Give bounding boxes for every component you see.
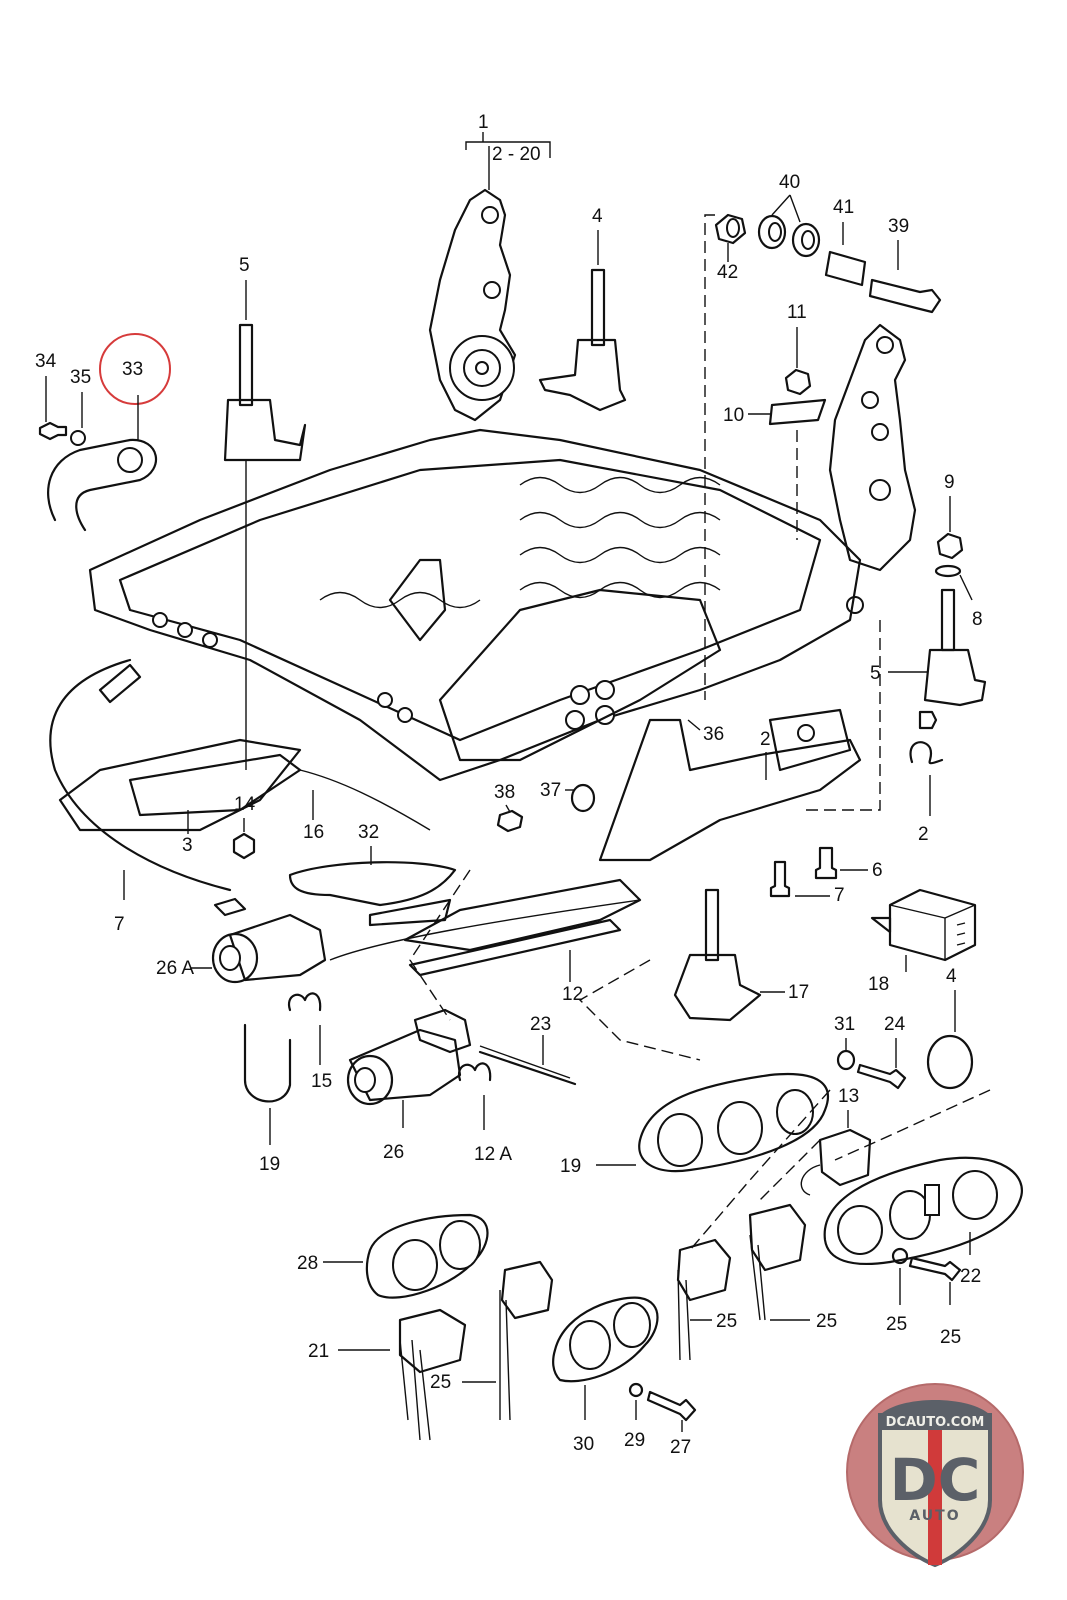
callout-28: 22 xyxy=(960,1266,981,1287)
callout-3: 3 xyxy=(182,835,193,856)
clip-10-11: 11 10 xyxy=(723,302,827,540)
adjuster-4-lower: 17 xyxy=(578,888,809,1061)
callout-15: 23 xyxy=(530,1014,551,1035)
callout-12: 26 A xyxy=(156,958,194,979)
part-33-group: 34 35 33 xyxy=(35,333,171,532)
right-rail-group: 36 2 38 37 xyxy=(494,708,862,862)
cover-32: 32 xyxy=(288,822,457,927)
callout-17: 12 xyxy=(562,984,583,1005)
switch-25-left: 21 xyxy=(308,1308,467,1441)
left-rail-group: 14 3 16 xyxy=(58,738,431,860)
pivot-bolt-set: 40 41 39 42 xyxy=(704,172,942,700)
screws-29-30-left: 29 27 xyxy=(624,1382,697,1458)
motor-12: 26 A xyxy=(156,897,327,984)
callout-1: 1 xyxy=(478,112,489,133)
switch-25-right: 25 xyxy=(748,1203,837,1332)
callout-5-right: 5 xyxy=(870,663,881,684)
logo-bottom-text: AUTO xyxy=(909,1508,960,1524)
callout-5-left: 5 xyxy=(239,255,250,276)
switch-26: 13 xyxy=(800,1086,872,1196)
callout-19-upper: 15 xyxy=(311,1071,332,1092)
screws-29-30-right: 25 25 xyxy=(886,1247,961,1348)
callout-39: 39 xyxy=(888,216,909,237)
height-adjuster-4-upper: 4 xyxy=(538,206,627,412)
callout-16: 16 xyxy=(303,822,324,843)
callout-18: 7 xyxy=(114,914,125,935)
callout-21: 28 xyxy=(297,1253,318,1274)
callout-38: 38 xyxy=(494,782,515,803)
callout-34: 34 xyxy=(35,351,57,372)
callout-25-d: 25 xyxy=(816,1311,837,1332)
callout-32: 32 xyxy=(358,822,379,843)
callout-25-b: 25 xyxy=(430,1372,451,1393)
callout-11: 11 xyxy=(787,302,807,323)
callout-40: 40 xyxy=(779,172,800,193)
callout-10: 10 xyxy=(723,405,744,426)
callout-41: 41 xyxy=(833,197,854,218)
callout-4-lower: 17 xyxy=(788,982,809,1003)
cap-31: 4 xyxy=(926,966,974,1090)
callout-30-right: 25 xyxy=(886,1314,907,1335)
screws-23-24: 31 24 xyxy=(834,1014,907,1090)
callout-4-upper: 4 xyxy=(592,206,603,227)
relay-26a: 18 xyxy=(868,888,977,995)
bezel-28: 22 xyxy=(823,1156,1023,1287)
callout-29-left: 27 xyxy=(670,1437,691,1458)
left-hinge-plate xyxy=(428,188,517,422)
callout-19-lower: 12 A xyxy=(474,1144,512,1165)
callout-20: 2 xyxy=(918,824,929,845)
callout-27: 30 xyxy=(573,1434,594,1455)
callout-31: 4 xyxy=(946,966,957,987)
logo-monogram: DC xyxy=(890,1446,981,1514)
callout-26: 13 xyxy=(838,1086,859,1107)
callout-22: 19 xyxy=(560,1156,581,1177)
switch-25-middle: 25 xyxy=(430,1260,554,1421)
callout-26a: 18 xyxy=(868,974,889,995)
bezel-27: 30 xyxy=(552,1296,659,1455)
callout-14: 14 xyxy=(234,794,256,815)
callout-24: 31 xyxy=(834,1014,855,1035)
height-adjuster-5-left: 5 xyxy=(223,255,307,770)
callout-37: 37 xyxy=(540,780,561,801)
switch-25-center-right: 25 xyxy=(676,1238,737,1361)
callout-2: 2 xyxy=(760,729,771,750)
callout-13: 19 xyxy=(259,1154,280,1175)
callout-42: 42 xyxy=(717,262,738,283)
logo-top-text: DCAUTO.COM xyxy=(886,1415,985,1430)
switch-panel-21: 28 xyxy=(297,1213,489,1299)
callout-33: 33 xyxy=(122,359,143,380)
bolts-6-7: 6 7 xyxy=(769,846,883,906)
callout-36: 36 xyxy=(703,724,724,745)
clip-20: 2 xyxy=(909,741,944,845)
callout-2-20: 2 - 20 xyxy=(492,144,541,165)
callout-9: 9 xyxy=(944,472,955,493)
clips-19: 15 12 A xyxy=(287,992,512,1165)
adjuster-5-right: 9 8 5 xyxy=(870,472,987,730)
switch-panel-22: 19 xyxy=(560,1072,830,1177)
callout-25-a: 21 xyxy=(308,1341,329,1362)
callout-8: 8 xyxy=(972,609,983,630)
callout-7: 7 xyxy=(834,885,845,906)
u-bolt-13: 19 xyxy=(243,1023,292,1175)
right-hinge-plate xyxy=(828,323,917,614)
callout-29-right: 25 xyxy=(940,1327,961,1348)
rod-15: 23 xyxy=(478,1014,577,1086)
seat-frame xyxy=(88,428,862,782)
cable-18: 7 xyxy=(49,658,232,935)
assembly-bracket: 1 2 - 20 xyxy=(465,112,551,190)
callout-30-left: 29 xyxy=(624,1430,645,1451)
dcauto-logo: DCAUTO.COM DC AUTO xyxy=(846,1383,1024,1568)
motor-12a: 26 xyxy=(346,1008,472,1163)
rail-17: 12 xyxy=(329,878,642,1005)
highlight-circle-33 xyxy=(99,333,171,405)
callout-25-c: 25 xyxy=(716,1311,737,1332)
callout-35: 35 xyxy=(70,367,91,388)
callout-6: 6 xyxy=(872,860,883,881)
callout-12a: 26 xyxy=(383,1142,404,1163)
callout-23: 24 xyxy=(884,1014,906,1035)
